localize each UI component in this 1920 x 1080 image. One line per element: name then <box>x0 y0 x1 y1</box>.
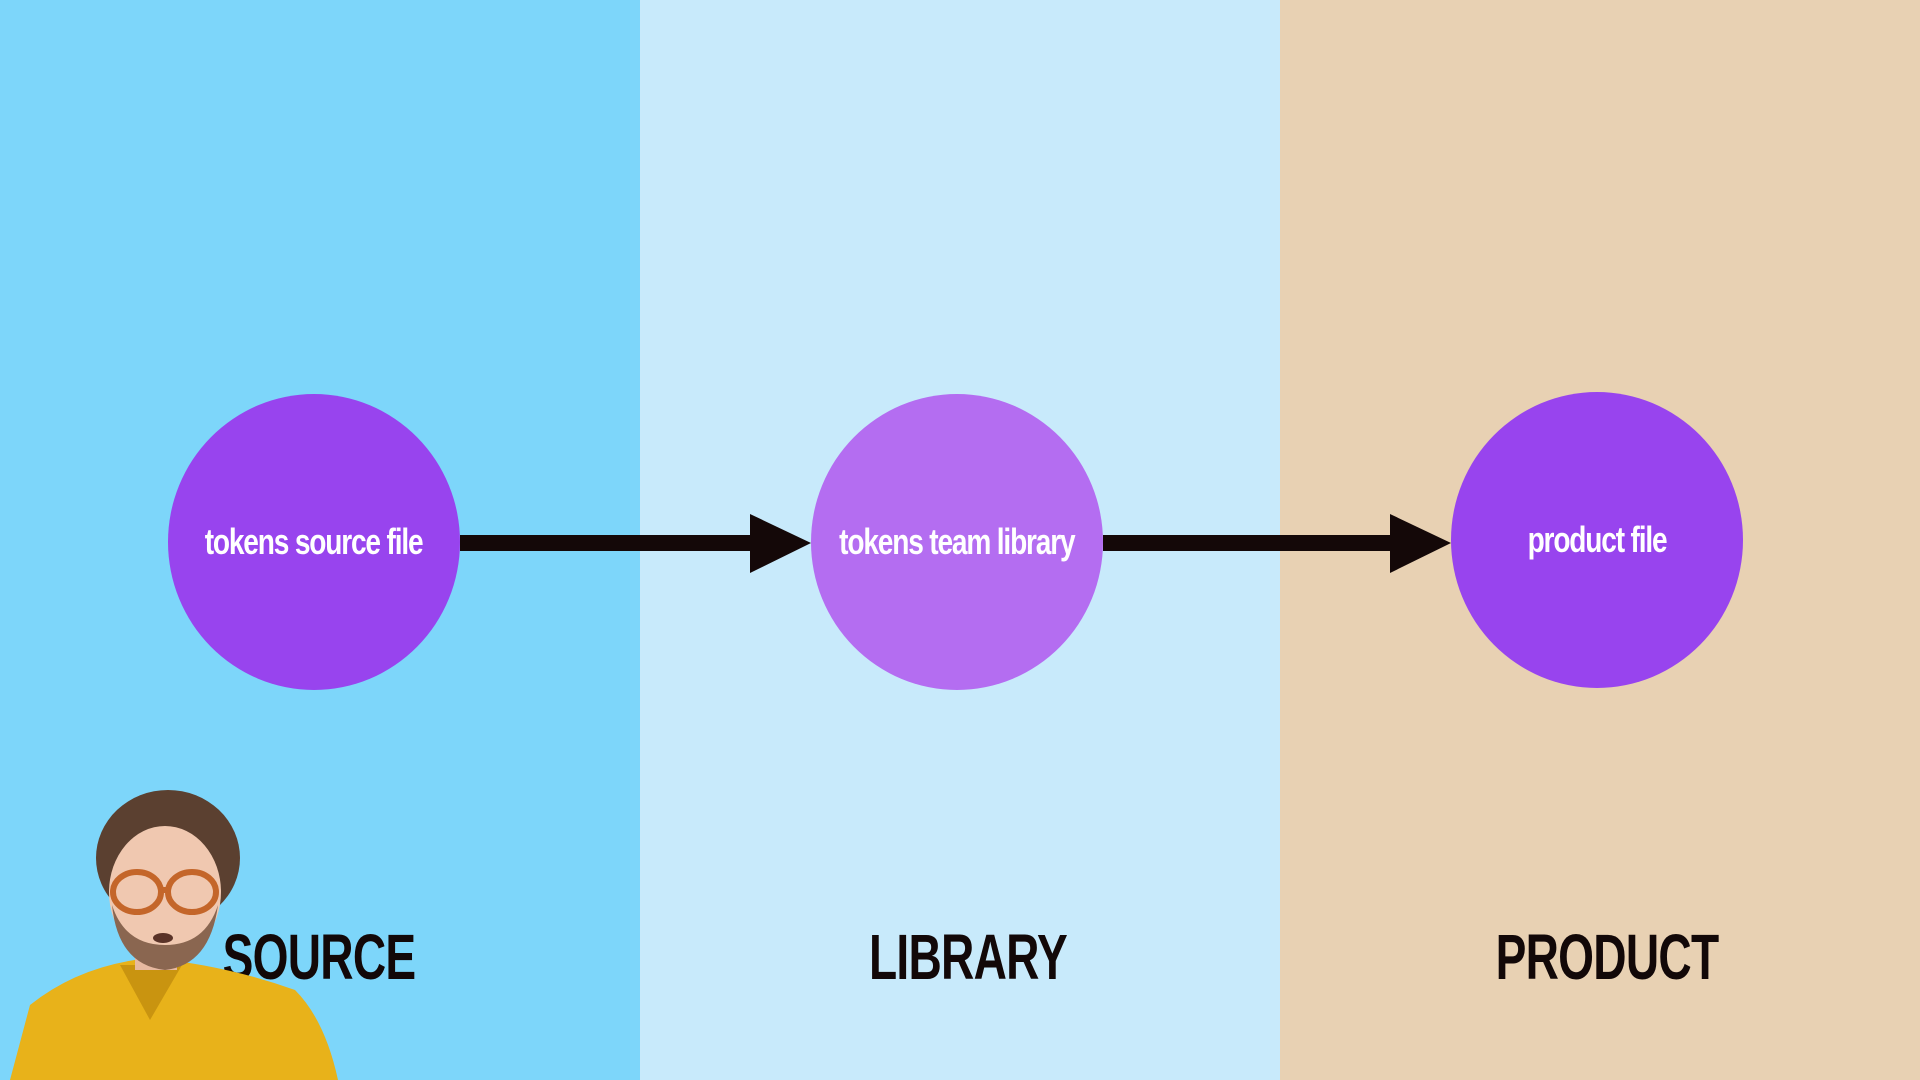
node-tokens-source-file: tokens source file <box>168 394 460 690</box>
presenter-video <box>10 790 338 1080</box>
person-icon <box>10 790 338 1080</box>
presenter-shirt <box>10 958 338 1080</box>
node-label: product file <box>1527 519 1668 560</box>
presenter-mouth <box>153 933 173 943</box>
section-label-product: PRODUCT <box>1495 921 1720 993</box>
presenter-collar <box>120 965 182 1020</box>
node-label: tokens team library <box>839 521 1075 562</box>
node-product-file: product file <box>1451 392 1743 688</box>
presenter-beard <box>112 905 218 970</box>
glasses-icon <box>110 869 219 915</box>
node-tokens-team-library: tokens team library <box>811 394 1103 690</box>
section-label-library: LIBRARY <box>868 921 1068 993</box>
node-label: tokens source file <box>205 521 424 562</box>
